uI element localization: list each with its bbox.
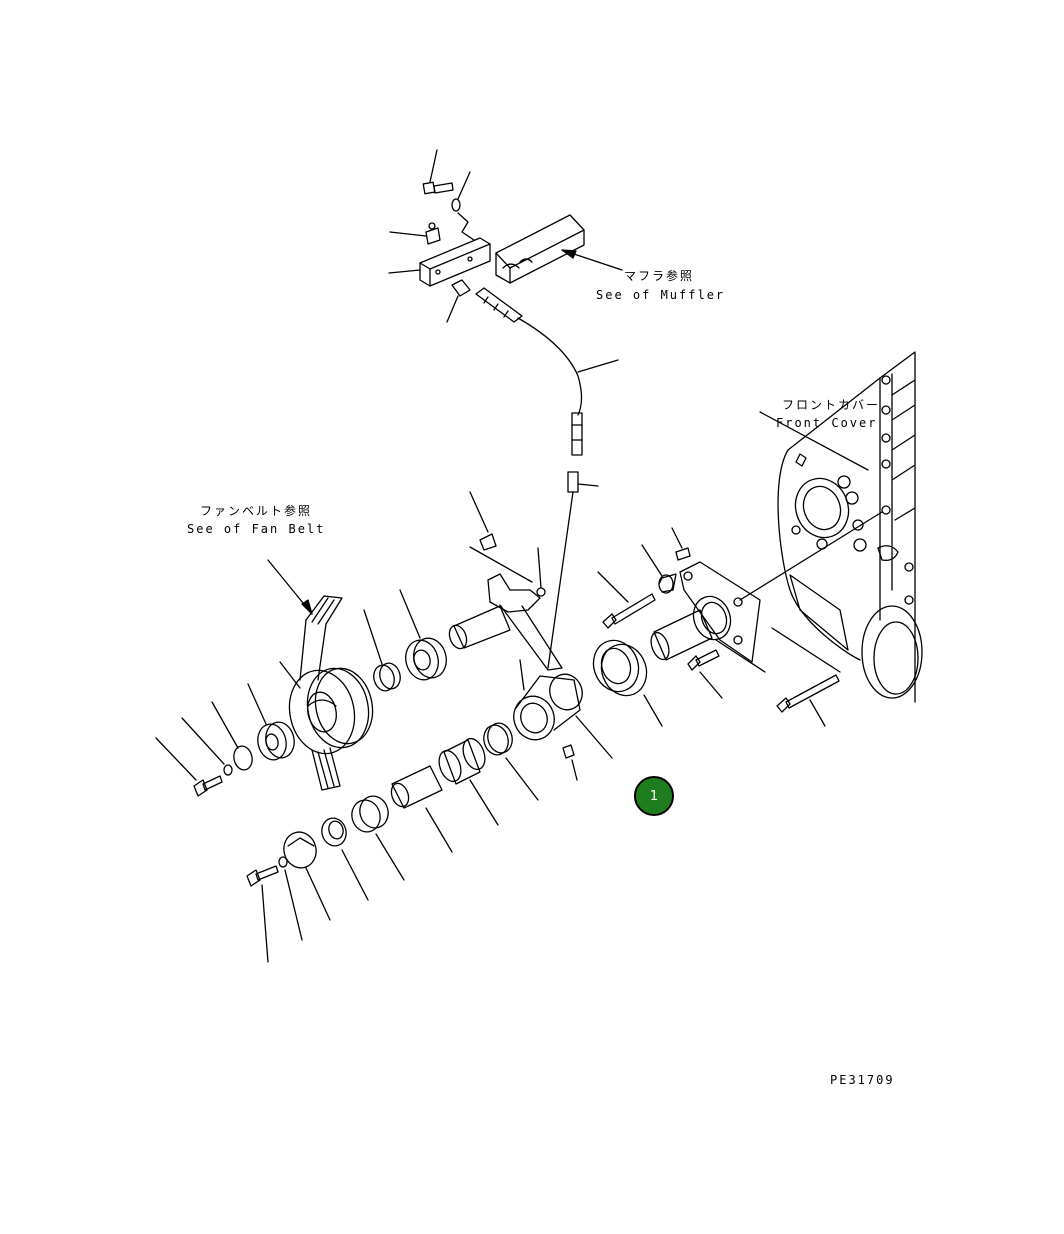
muffler-label-jp: マフラ参照 bbox=[624, 269, 695, 283]
needle-bearing bbox=[438, 737, 499, 826]
bushing bbox=[641, 544, 677, 594]
roller-bearing-lower bbox=[483, 722, 539, 801]
idler-shaft bbox=[650, 595, 732, 661]
bottom-washer bbox=[278, 856, 303, 941]
front-cover-label-en: Front Cover bbox=[776, 416, 878, 430]
idler-pulley bbox=[279, 661, 374, 755]
muffler-leader bbox=[561, 249, 623, 271]
mounting-bracket bbox=[388, 237, 491, 287]
long-bolt-upper bbox=[597, 571, 656, 629]
tension-arm bbox=[448, 573, 613, 759]
small-pin bbox=[562, 744, 578, 781]
grease-fitting-top bbox=[389, 222, 441, 245]
front-cover-label-jp: フロントカバー bbox=[782, 398, 881, 412]
grease-nipple-arm bbox=[469, 491, 546, 597]
zigzag-link bbox=[457, 212, 475, 241]
top-bolt bbox=[422, 149, 454, 195]
fitting-elbow bbox=[446, 279, 471, 323]
front-cover bbox=[759, 351, 923, 703]
bearing-race-upper bbox=[363, 609, 401, 692]
spring-coil bbox=[592, 639, 663, 727]
end-cap bbox=[283, 831, 331, 921]
needle-bearing-lower bbox=[351, 795, 405, 881]
sleeve bbox=[390, 765, 453, 853]
fan-belt-label-jp: ファンベルト参照 bbox=[200, 504, 313, 518]
callout-number: 1 bbox=[649, 788, 659, 804]
fan-belt-label-en: See of Fan Belt bbox=[187, 522, 326, 536]
callout-marker-1[interactable]: 1 bbox=[634, 776, 674, 816]
fan-belt bbox=[267, 559, 343, 791]
muffler-label-en: See of Muffler bbox=[596, 288, 726, 302]
seal-ring bbox=[321, 817, 369, 901]
top-washer bbox=[451, 171, 471, 212]
pulley-bolt bbox=[155, 737, 223, 797]
roller-bearing-upper bbox=[399, 589, 447, 681]
short-bolt bbox=[687, 649, 723, 699]
pulley-washer bbox=[181, 717, 233, 776]
pulley-hub bbox=[247, 683, 295, 761]
mounting-plate bbox=[679, 511, 883, 673]
bottom-bolt bbox=[246, 865, 279, 963]
muffler-bracket bbox=[495, 214, 585, 284]
long-bolt-lower bbox=[771, 627, 841, 727]
pulley-plate bbox=[211, 701, 253, 771]
drawing-code: PE31709 bbox=[830, 1073, 895, 1087]
hose-end-top bbox=[475, 287, 523, 323]
grease-hose bbox=[517, 317, 619, 669]
dowel-pin bbox=[671, 527, 691, 561]
